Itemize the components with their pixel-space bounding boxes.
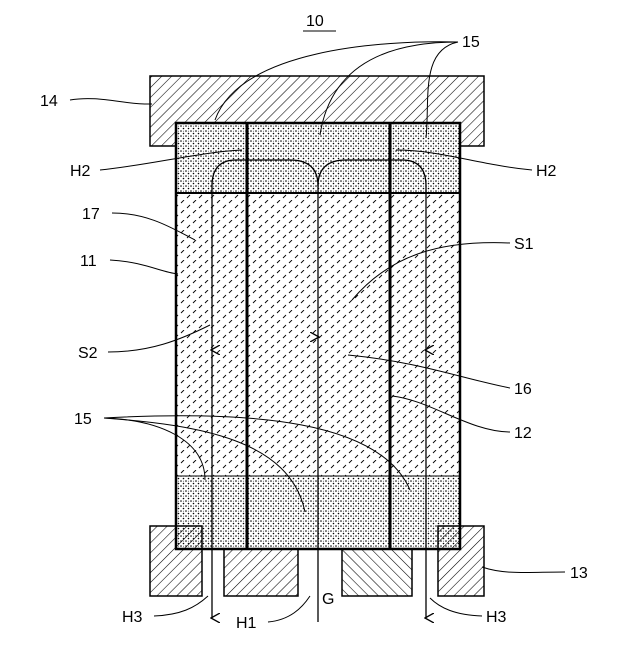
bottom-block-4 [438, 526, 484, 596]
label-15-top: 15 [462, 34, 480, 51]
bottom-block-1 [150, 526, 202, 596]
leader-13 [482, 567, 565, 573]
label-11: 11 [80, 253, 97, 270]
label-h3-right: H3 [486, 609, 507, 626]
bottom-block-3 [342, 549, 412, 596]
leader-11 [110, 260, 178, 274]
label-title-10: 10 [306, 13, 324, 30]
label-15-bottom: 15 [74, 411, 92, 428]
label-s2: S2 [78, 345, 98, 362]
label-14: 14 [40, 93, 58, 110]
label-h2-right: H2 [536, 163, 557, 180]
leader-h3-left [154, 596, 208, 616]
leader-h3-right [430, 598, 482, 616]
label-h2-left: H2 [70, 163, 91, 180]
label-12: 12 [514, 425, 532, 442]
label-17: 17 [82, 206, 100, 223]
label-g: G [322, 591, 334, 608]
label-h1: H1 [236, 615, 257, 632]
leader-14 [70, 99, 152, 104]
fiber-region-right-17 [390, 193, 460, 476]
label-13: 13 [570, 565, 588, 582]
leader-h1 [268, 596, 310, 622]
label-16: 16 [514, 381, 532, 398]
bottom-block-2 [224, 549, 298, 596]
label-h3-left: H3 [122, 609, 143, 626]
label-s1: S1 [514, 236, 534, 253]
